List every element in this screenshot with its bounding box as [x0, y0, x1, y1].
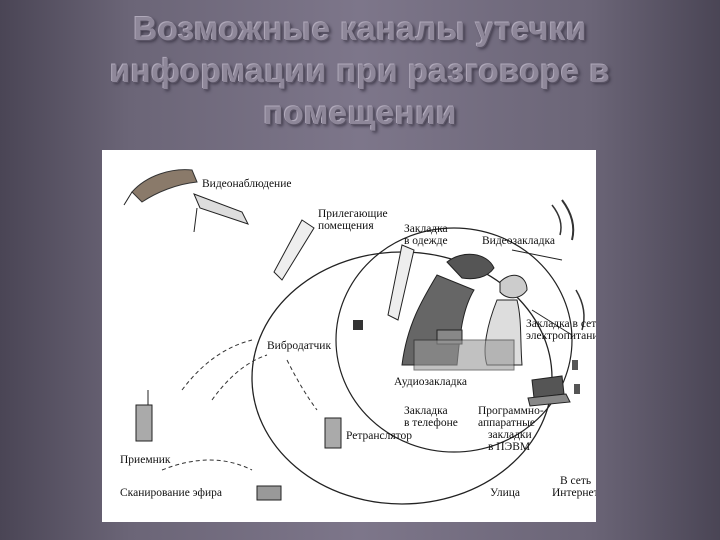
room-boundary	[335, 227, 573, 453]
label-internet-1: В сеть	[560, 475, 592, 487]
title-line-3: помещении	[263, 94, 457, 131]
label-software-bug-2: аппаратные	[478, 417, 535, 429]
label-software-bug-4: в ПЭВМ	[488, 441, 531, 453]
vibration-sensor-icon	[353, 320, 363, 330]
label-receiver: Приемник	[120, 454, 171, 466]
label-power-bug-1: Закладка в сети	[526, 318, 596, 330]
label-video-surveillance: Видеонаблюдение	[202, 178, 292, 190]
arrow-video-bug	[511, 249, 563, 261]
label-vibration-sensor: Вибродатчик	[267, 340, 332, 352]
scanner-icon	[256, 485, 282, 501]
interior-wall	[387, 244, 415, 321]
label-clothing-bug-2: в одежде	[404, 235, 448, 247]
label-phone-bug-2: в телефоне	[404, 417, 458, 429]
label-street: Улица	[490, 487, 520, 499]
label-air-scanning: Сканирование эфира	[120, 487, 222, 499]
socket-icon-2	[574, 384, 580, 394]
arrow-power-bug	[531, 309, 573, 336]
label-audio-bug: Аудиозакладка	[394, 376, 467, 388]
laptop-icon	[527, 375, 571, 407]
label-power-bug-2: электропитания	[526, 330, 596, 342]
slide-title: Возможные каналы утечки информации при р…	[40, 8, 680, 134]
diagram-drawing	[123, 169, 585, 505]
radio-waves	[181, 339, 253, 391]
phone-icon	[324, 417, 342, 449]
label-clothing-bug-1: Закладка	[404, 223, 448, 235]
label-internet-2: Интернет	[552, 487, 596, 499]
label-repeater: Ретранслятор	[346, 430, 413, 442]
title-line-1: Возможные каналы утечки	[133, 10, 587, 47]
label-phone-bug-1: Закладка	[404, 405, 448, 417]
adjacent-room-wall	[273, 219, 315, 281]
label-software-bug-3: закладки	[488, 429, 532, 441]
label-video-bug: Видеозакладка	[482, 235, 555, 247]
camera-icon	[123, 169, 249, 233]
receiver-icon	[135, 404, 153, 442]
title-line-2: информации при разговоре в	[109, 52, 611, 89]
socket-icon	[572, 360, 578, 370]
label-software-bug-1: Программно-	[478, 405, 544, 417]
people-figure	[401, 253, 528, 371]
label-adjacent-rooms-1: Прилегающие	[318, 208, 388, 220]
diagram-panel: Видеонаблюдение Прилегающие помещения За…	[102, 150, 596, 522]
label-adjacent-rooms-2: помещения	[318, 220, 374, 232]
